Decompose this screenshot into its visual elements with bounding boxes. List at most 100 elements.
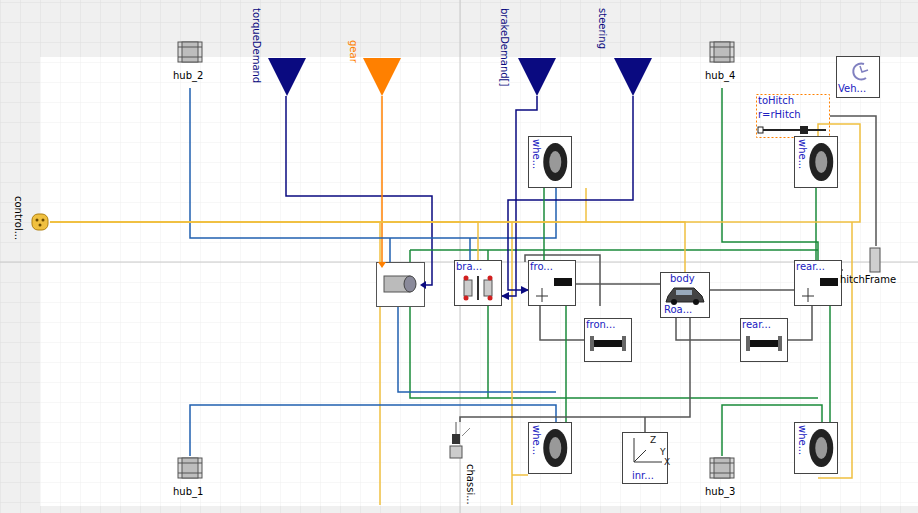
connector-wire — [842, 269, 843, 271]
drawing-part — [860, 66, 868, 72]
drawing-part — [634, 450, 646, 462]
component-node: bodyRoa... — [660, 272, 710, 318]
axis-label: X — [664, 458, 670, 467]
component-label: Roa... — [664, 304, 692, 316]
connector-wire — [190, 88, 556, 238]
drawing-part — [178, 458, 202, 478]
drawing-part — [40, 57, 918, 506]
drawing-part — [554, 278, 572, 286]
drawing-part — [644, 417, 646, 432]
drawing-part — [518, 58, 556, 96]
component-node: rear... — [794, 260, 842, 306]
drawing-part — [543, 143, 567, 181]
drawing-part — [549, 437, 561, 459]
drawing-part — [529, 261, 576, 306]
drawing-part — [710, 473, 734, 474]
drawing-part — [469, 238, 471, 262]
component-node: whe... — [794, 422, 838, 474]
connector-wire — [543, 188, 545, 260]
drawing-part — [808, 288, 809, 302]
drawing-part — [464, 280, 472, 296]
drawing-part — [378, 262, 386, 268]
component-node: hub_4 — [698, 40, 746, 88]
component-node: toHitch r=rHitch — [756, 94, 830, 138]
axis-label: Z — [650, 436, 656, 445]
drawing-part — [820, 278, 838, 286]
drawing-part — [710, 42, 734, 62]
drawing-part — [450, 446, 462, 458]
drawing-part — [398, 306, 556, 392]
component-node: fro... — [528, 260, 576, 306]
component-label: whe... — [530, 425, 542, 455]
drawing-part — [40, 57, 918, 506]
drawing-part — [760, 129, 826, 131]
drawing-part — [178, 463, 202, 464]
drawing-part — [795, 423, 838, 474]
drawing-part — [590, 340, 626, 347]
drawing-part — [410, 249, 818, 251]
drawing-part — [542, 288, 543, 302]
component-node: whe... — [528, 136, 572, 188]
drawing-part — [543, 429, 567, 467]
component-node: torqueDemand — [248, 8, 308, 96]
drawing-part — [178, 47, 202, 48]
drawing-part — [809, 143, 833, 181]
component-label: body — [670, 273, 695, 285]
drawing-part — [549, 151, 561, 173]
drawing-part — [39, 224, 42, 227]
component-node: Veh... — [836, 56, 880, 98]
component-node: bra... — [454, 260, 502, 306]
component-node: chassi... — [446, 422, 480, 508]
component-label: whe... — [796, 425, 808, 455]
drawing-part — [378, 262, 426, 292]
component-label: inr... — [632, 470, 654, 482]
drawing-part — [178, 473, 202, 474]
component-node: hitchFrame — [840, 246, 906, 290]
component-node: hub_1 — [166, 456, 214, 504]
component-label: gear — [347, 40, 359, 63]
connector-wire — [576, 283, 660, 285]
connector-wire — [788, 306, 812, 340]
component-label: r=rHitch — [758, 109, 801, 121]
drawing-part — [622, 336, 626, 351]
drawing-part — [634, 438, 635, 462]
component-label: hub_4 — [705, 70, 735, 82]
drawing-part — [268, 58, 306, 96]
component-node: brakeDemand[] — [496, 8, 558, 96]
connector-wire — [722, 405, 822, 456]
connector-wire — [50, 222, 478, 260]
connector-wire — [460, 318, 690, 422]
component-node: gear — [345, 40, 403, 96]
drawing-part — [178, 57, 202, 58]
component-label: hub_3 — [705, 486, 735, 498]
drawing-part — [487, 306, 489, 398]
drawing-part — [525, 255, 600, 306]
connector-wire — [710, 289, 794, 291]
drawing-part — [182, 42, 198, 62]
component-label: toHitch — [758, 95, 794, 107]
connector-wire — [190, 405, 556, 456]
component-node: inr... — [622, 432, 668, 484]
drawing-part — [758, 127, 763, 133]
drawing-part — [741, 319, 788, 362]
drawing-part — [837, 57, 880, 98]
component-node: steering — [594, 8, 654, 96]
drawing-part — [286, 96, 432, 285]
connector-wire — [50, 124, 860, 222]
component-label: brakeDemand[] — [498, 8, 510, 86]
drawing-part — [778, 336, 782, 351]
drawing-part — [529, 137, 572, 188]
drawing-part — [710, 458, 734, 478]
drawing-part — [614, 58, 652, 96]
drawing-part — [795, 261, 842, 306]
drawing-part — [488, 276, 493, 281]
drawing-part — [746, 336, 750, 351]
drawing-part — [363, 58, 401, 96]
component-label: torqueDemand — [250, 8, 262, 83]
drawing-part — [477, 276, 479, 300]
drawing-part — [381, 96, 383, 262]
component-label: hub_1 — [173, 486, 203, 498]
